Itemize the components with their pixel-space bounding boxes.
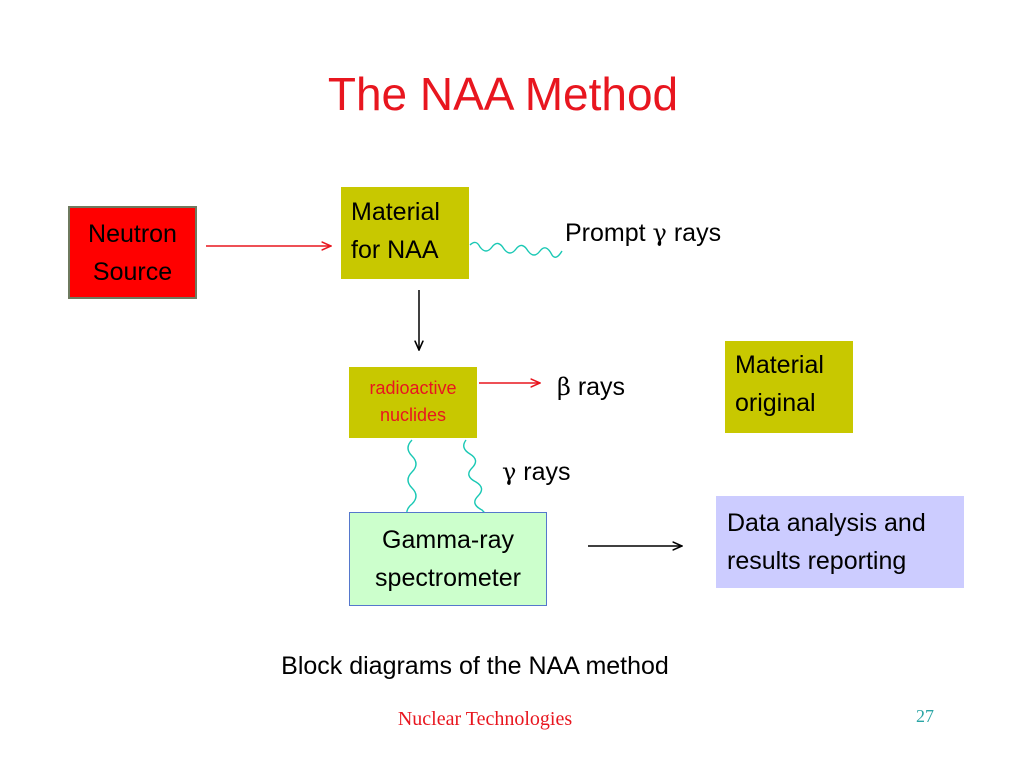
diagram-caption: Block diagrams of the NAA method xyxy=(281,652,669,680)
gamma-rays-label: γ rays xyxy=(502,456,571,488)
data-analysis-box: Data analysis and results reporting xyxy=(716,496,964,588)
gamma-wave-right xyxy=(463,439,489,519)
beta-rays-label: β rays xyxy=(557,371,625,403)
gamma-wave-left xyxy=(405,439,417,521)
gamma-symbol: γ xyxy=(502,458,517,486)
beta-suffix: rays xyxy=(570,373,626,401)
material-for-naa-line2: for NAA xyxy=(351,236,439,264)
gamma-suffix: rays xyxy=(516,458,571,486)
page-title: The NAA Method xyxy=(327,68,679,120)
footer-text: Nuclear Technologies xyxy=(397,708,573,730)
prompt-gamma-wave xyxy=(469,241,563,258)
neutron-source-box: Neutron Source xyxy=(68,206,197,299)
prompt-suffix: rays xyxy=(666,219,722,247)
gamma-symbol: γ xyxy=(652,219,667,247)
radioactive-nuclides-box: radioactive nuclides xyxy=(349,367,477,438)
spectrometer-line2: spectrometer xyxy=(375,564,521,592)
radioactive-nuclides-line2: nuclides xyxy=(379,405,447,425)
material-original-box: Material original xyxy=(725,341,853,433)
prompt-word: Prompt xyxy=(565,219,646,247)
spectrometer-line1: Gamma-ray xyxy=(382,526,514,554)
material-for-naa-box: Material for NAA xyxy=(341,187,469,279)
neutron-source-line1: Neutron xyxy=(88,220,177,248)
prompt-gamma-label: Prompt γ rays xyxy=(565,217,721,249)
page-number: 27 xyxy=(916,706,934,726)
beta-symbol: β xyxy=(557,373,571,401)
material-original-line1: Material xyxy=(735,351,824,379)
data-analysis-line1: Data analysis and xyxy=(727,509,926,537)
material-for-naa-line1: Material xyxy=(351,198,440,226)
material-original-line2: original xyxy=(735,389,816,417)
data-analysis-line2: results reporting xyxy=(727,547,907,575)
radioactive-nuclides-line1: radioactive xyxy=(369,378,457,398)
neutron-source-line2: Source xyxy=(92,258,173,286)
gamma-ray-spectrometer-box: Gamma-ray spectrometer xyxy=(349,512,547,606)
